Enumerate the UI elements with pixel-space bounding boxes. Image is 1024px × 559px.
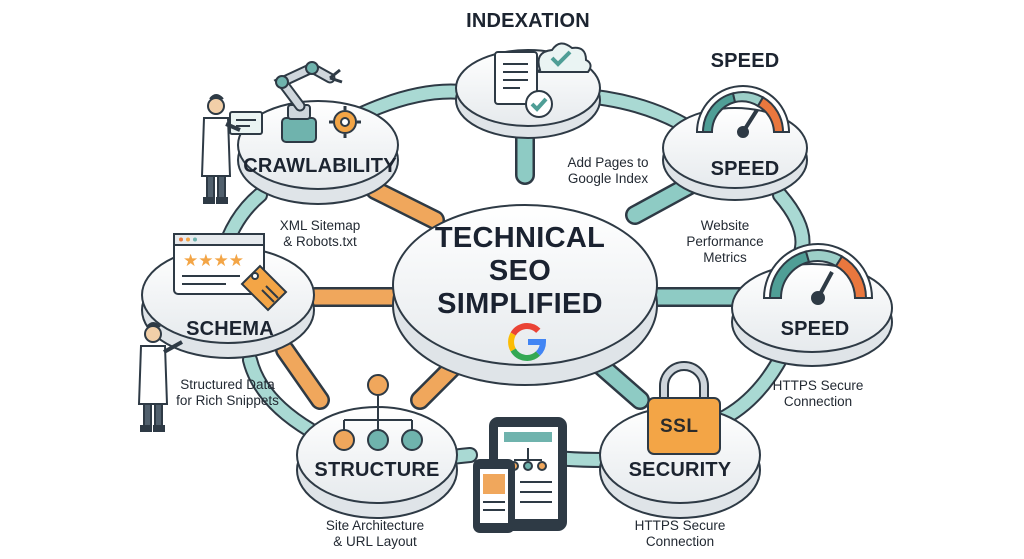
caption-line: HTTPS Secure bbox=[634, 518, 726, 533]
caption-line: Add Pages to bbox=[567, 155, 649, 170]
caption-line: Metrics bbox=[703, 250, 747, 265]
caption-line: XML Sitemap bbox=[279, 218, 361, 233]
caption-line: for Rich Snippets bbox=[176, 393, 279, 408]
speedometer-gauge-icon bbox=[762, 243, 874, 305]
indexation-label: INDEXATION bbox=[466, 10, 590, 32]
center-title-line: SIMPLIFIED bbox=[437, 288, 603, 320]
structure-label: STRUCTURE bbox=[314, 459, 440, 481]
caption-line: Google Index bbox=[567, 171, 649, 186]
caption-line: Connection bbox=[783, 394, 853, 409]
caption-line: & URL Layout bbox=[333, 534, 417, 549]
schema-caption: Structured Data for Rich Snippets bbox=[160, 377, 295, 409]
center-title-line: TECHNICAL bbox=[434, 222, 606, 254]
google-logo-icon bbox=[508, 323, 547, 361]
speed-right-caption: HTTPS Secure Connection bbox=[758, 378, 878, 410]
engineer-figure bbox=[200, 94, 241, 204]
caption-line: HTTPS Secure bbox=[772, 378, 864, 393]
center-title: TECHNICAL SEO SIMPLIFIED bbox=[415, 222, 625, 321]
analyst-figure bbox=[137, 322, 183, 432]
caption-line: Site Architecture bbox=[325, 518, 425, 533]
indexation-caption: Add Pages to Google Index bbox=[548, 155, 668, 187]
speed-right-label: SPEED bbox=[780, 318, 850, 340]
caption-line: Connection bbox=[645, 534, 715, 549]
center-title-line: SEO bbox=[488, 255, 552, 287]
speedometer-gauge-icon bbox=[695, 85, 791, 138]
schema-label: SCHEMA bbox=[186, 318, 274, 340]
crawlability-label: CRAWLABILITY bbox=[243, 155, 397, 177]
security-label: SECURITY bbox=[628, 459, 732, 481]
ssl-badge: SSL bbox=[660, 416, 699, 437]
crawlability-caption: XML Sitemap & Robots.txt bbox=[265, 218, 375, 250]
star-rating-card-icon: ★★★★ bbox=[173, 233, 288, 312]
site-tree-icon bbox=[333, 374, 423, 451]
speed-top-caption: Website Performance Metrics bbox=[665, 218, 785, 266]
robot-arm-gear-icon bbox=[229, 61, 361, 143]
document-cloud-check-icon bbox=[494, 42, 592, 118]
structure-caption: Site Architecture & URL Layout bbox=[305, 518, 445, 550]
caption-line: & Robots.txt bbox=[283, 234, 357, 249]
security-caption: HTTPS Secure Connection bbox=[620, 518, 740, 550]
caption-line: Structured Data bbox=[180, 377, 275, 392]
caption-line: Performance bbox=[686, 234, 764, 249]
speed-top-heading: SPEED bbox=[710, 50, 780, 72]
platforms bbox=[141, 49, 893, 519]
tablet-phone-icon bbox=[473, 417, 567, 533]
caption-line: Website bbox=[700, 218, 750, 233]
speed-top-label: SPEED bbox=[710, 158, 780, 180]
spokes bbox=[275, 120, 750, 410]
padlock-icon bbox=[647, 361, 721, 455]
svg-text:★★★★: ★★★★ bbox=[183, 251, 244, 271]
